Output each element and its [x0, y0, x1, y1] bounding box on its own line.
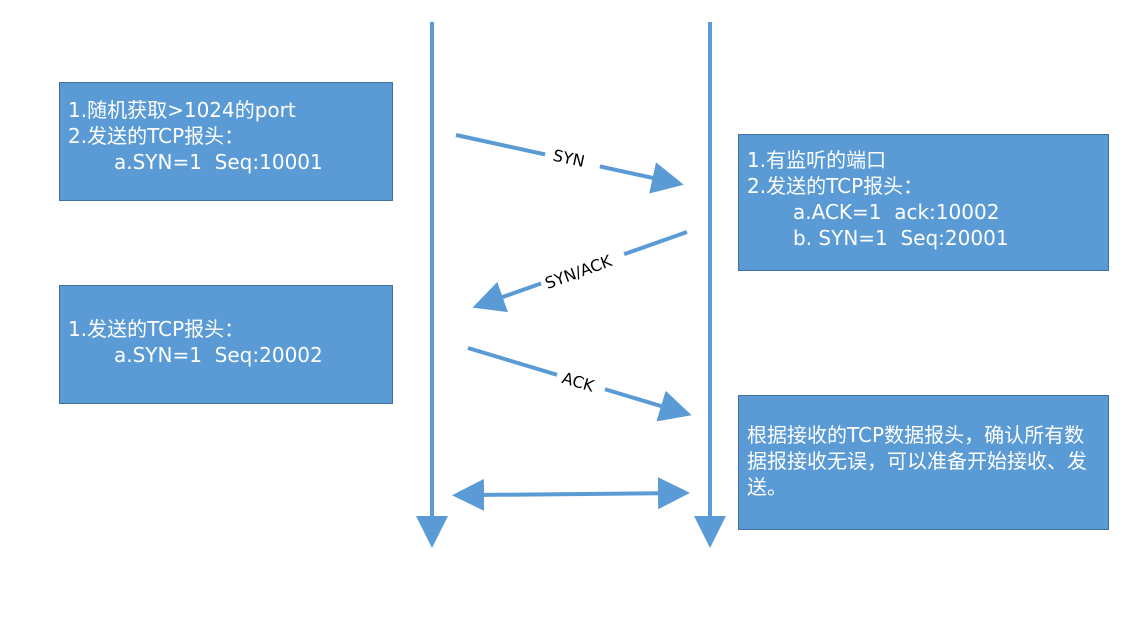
server-synack-box: 1.有监听的端口 2.发送的TCP报头： a.ACK=1 ack:10002 b…	[738, 134, 1109, 271]
data-transfer-arrow	[452, 477, 690, 511]
client-box-2-line1: 1.发送的TCP报头：	[68, 317, 245, 341]
server-box-1-line2: 2.发送的TCP报头：	[747, 174, 924, 198]
client-box-2-line2: a.SYN=1 Seq:20002	[114, 343, 323, 367]
client-box-1-line1: 1.随机获取>1024的port	[68, 98, 296, 122]
server-ready-box: 根据接收的TCP数据报头，确认所有数据报接收无误，可以准备开始接收、发送。	[738, 395, 1109, 530]
client-box-1-line2: 2.发送的TCP报头：	[68, 124, 245, 148]
client-box-1-line3: a.SYN=1 Seq:10001	[114, 150, 323, 174]
server-box-2-text: 根据接收的TCP数据报头，确认所有数据报接收无误，可以准备开始接收、发送。	[747, 423, 1087, 499]
server-box-1-line4: b. SYN=1 Seq:20001	[793, 226, 1009, 250]
client-syn-box: 1.随机获取>1024的port 2.发送的TCP报头： a.SYN=1 Seq…	[59, 82, 393, 201]
server-box-1-line3: a.ACK=1 ack:10002	[793, 200, 1000, 224]
server-box-1-line1: 1.有监听的端口	[747, 148, 887, 172]
client-ack-box: 1.发送的TCP报头： a.SYN=1 Seq:20002	[59, 285, 393, 404]
